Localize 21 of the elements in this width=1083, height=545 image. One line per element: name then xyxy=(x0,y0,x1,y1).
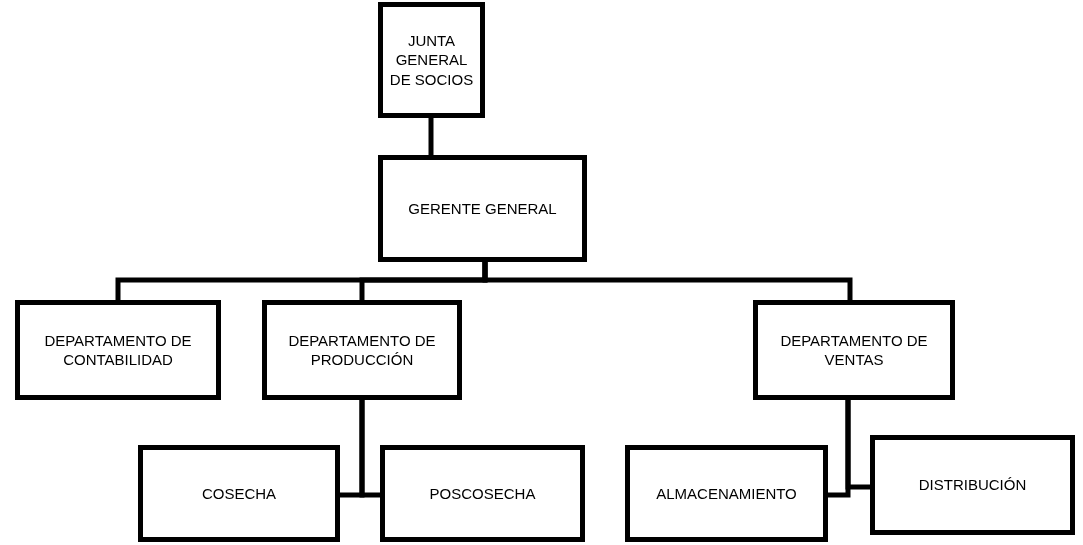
connector-line xyxy=(482,262,853,300)
connector-line xyxy=(845,400,870,490)
box-label: DEPARTAMENTO DE VENTAS xyxy=(779,330,929,370)
box-label: DISTRIBUCIÓN xyxy=(918,475,1027,495)
box-label: DEPARTAMENTO DE PRODUCCIÓN xyxy=(287,330,437,370)
org-chart-box xyxy=(380,445,585,542)
org-chart-box xyxy=(262,300,462,400)
org-chart-box xyxy=(138,445,340,542)
box-label: GERENTE GENERAL xyxy=(408,198,557,219)
org-chart-box xyxy=(625,445,828,542)
box-label: JUNTA GENERAL DE SOCIOS xyxy=(388,30,475,90)
org-chart-box xyxy=(870,435,1075,535)
box-label: COSECHA xyxy=(201,483,277,504)
org-chart-box xyxy=(378,155,587,262)
box-label: ALMACENAMIENTO xyxy=(656,483,797,504)
org-chart-box xyxy=(15,300,221,400)
box-label: DEPARTAMENTO DE CONTABILIDAD xyxy=(43,330,193,370)
connector-line xyxy=(359,400,380,498)
box-label: POSCOSECHA xyxy=(429,483,536,504)
org-chart-box xyxy=(753,300,955,400)
org-chart-box xyxy=(378,2,485,118)
